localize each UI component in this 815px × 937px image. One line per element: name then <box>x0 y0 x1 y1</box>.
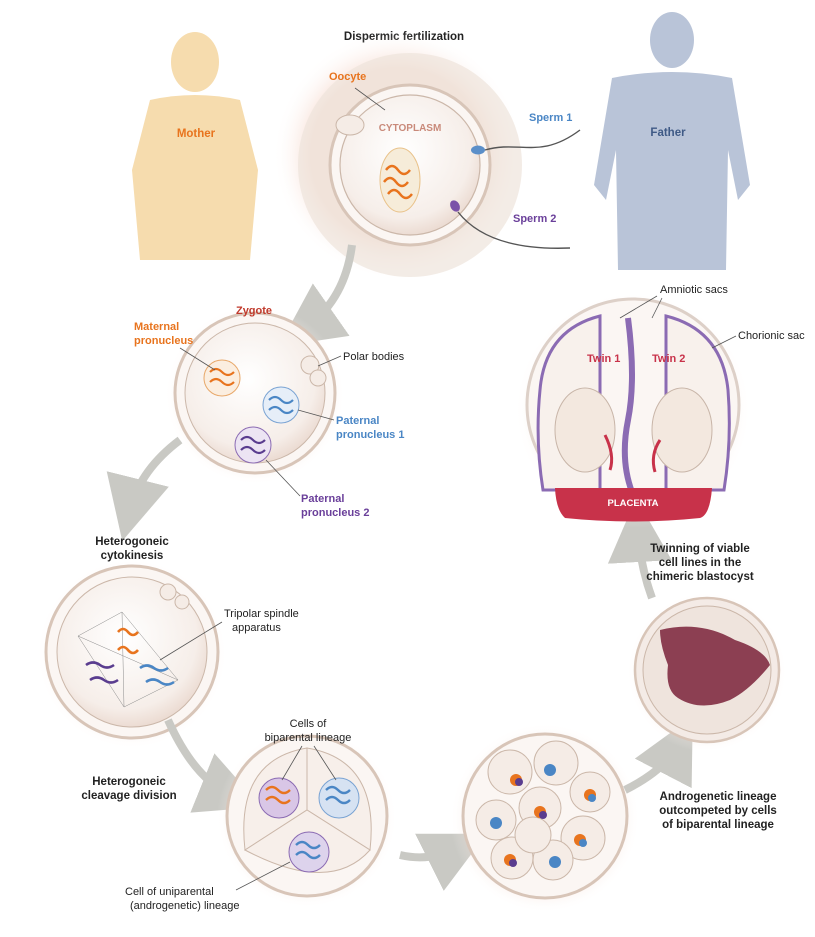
twinning-label-1: Twinning of viable <box>650 543 749 555</box>
arrow-to-cleavage <box>168 720 232 795</box>
cytoplasm-label: CYTOPLASM <box>379 123 442 134</box>
cells-biparental-label-1: Cells of <box>290 718 328 730</box>
mother-label: Mother <box>177 128 216 140</box>
oocyte-label: Oocyte <box>329 71 366 83</box>
tripolar-spindle-label-2: apparatus <box>232 622 281 634</box>
arrow-to-twins <box>638 530 652 598</box>
cytokinesis-cell <box>37 559 227 749</box>
mother-silhouette <box>132 32 258 260</box>
polar-bodies-label: Polar bodies <box>343 351 405 363</box>
cell-uniparental-label-1: Cell of uniparental <box>125 886 214 898</box>
androgenetic-label-2: outcompeted by cells <box>659 805 777 817</box>
blastocyst <box>627 592 787 752</box>
arrow-to-blastocyst <box>625 745 678 790</box>
paternal-pronucleus-2-label-2: pronucleus 2 <box>301 507 369 519</box>
amniotic-sacs-label: Amniotic sacs <box>660 284 728 296</box>
cleavage-label-2: cleavage division <box>81 790 176 802</box>
cells-biparental-label-2: biparental lineage <box>265 732 352 744</box>
paternal-pronucleus-1-label-2: pronucleus 1 <box>336 429 404 441</box>
androgenetic-label-1: Androgenetic lineage <box>660 791 777 803</box>
twin-pregnancy <box>515 292 751 528</box>
placenta-label: PLACENTA <box>607 498 658 509</box>
twinning-label-3: chimeric blastocyst <box>646 571 754 583</box>
zygote <box>165 305 345 485</box>
cytokinesis-label-1: Heterogoneic <box>95 536 169 548</box>
twin-1-label: Twin 1 <box>587 353 620 365</box>
sperm-2-label: Sperm 2 <box>513 213 556 225</box>
sperm-1-label: Sperm 1 <box>529 112 572 124</box>
maternal-pronucleus-label-2: pronucleus <box>134 335 193 347</box>
cell-uniparental-label-2: (androgenetic) lineage <box>130 900 239 912</box>
chorionic-sac-label: Chorionic sac <box>738 330 805 342</box>
arrow-to-morula <box>400 848 458 857</box>
twinning-label-2: cell lines in the <box>659 557 741 569</box>
twin-2-label: Twin 2 <box>652 353 685 365</box>
zygote-label: Zygote <box>236 305 272 317</box>
three-cell-embryo <box>217 728 397 908</box>
maternal-pronucleus-label-1: Maternal <box>134 321 179 333</box>
morula <box>450 723 640 913</box>
tripolar-spindle-label-1: Tripolar spindle <box>224 608 299 620</box>
androgenetic-label-3: of biparental lineage <box>662 819 774 831</box>
oocyte <box>273 30 523 280</box>
father-label: Father <box>650 127 686 139</box>
paternal-pronucleus-2-label-1: Paternal <box>301 493 344 505</box>
paternal-pronucleus-1-label-1: Paternal <box>336 415 379 427</box>
cleavage-label-1: Heterogoneic <box>92 776 166 788</box>
father-silhouette <box>594 12 750 270</box>
arrow-to-cytokinesis <box>130 440 180 510</box>
